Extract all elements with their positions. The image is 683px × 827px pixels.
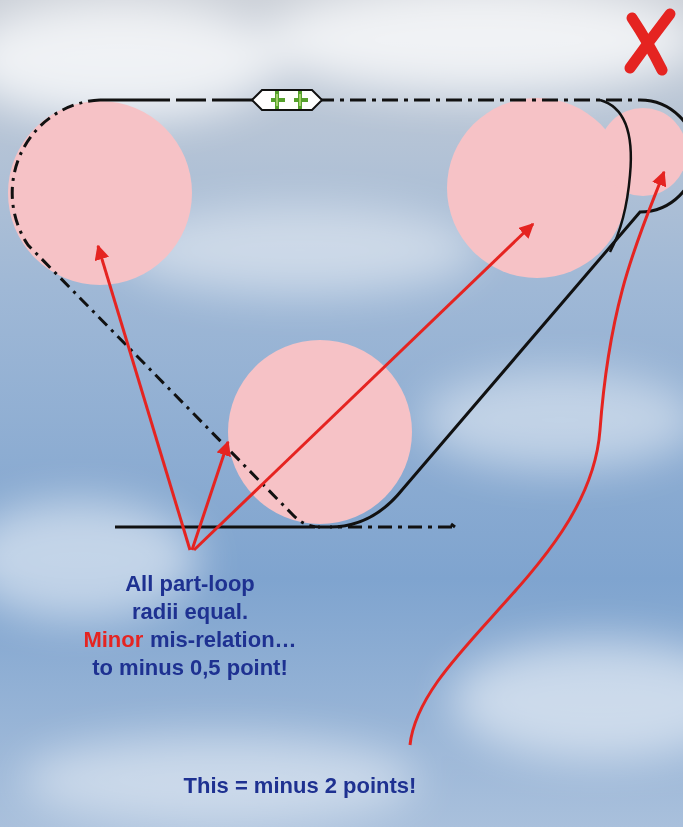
- text-line: All part-loop radii equal.: [100, 570, 280, 626]
- flight-path: [12, 100, 683, 527]
- fault-cross: [630, 14, 670, 70]
- note-text: to minus 0,5 point!: [92, 655, 288, 680]
- radius-circle: [599, 108, 683, 196]
- leader-arrow: [98, 246, 190, 550]
- flight-line: [330, 100, 683, 527]
- aircraft-symbol: [252, 90, 322, 110]
- flight-line: [100, 99, 258, 102]
- severity-word: Minor: [83, 627, 143, 652]
- flight-line: [12, 100, 320, 527]
- flight-line: [451, 524, 455, 527]
- flight-line: [318, 99, 640, 102]
- flight-line: [600, 100, 631, 252]
- penalty-note: This = minus 2 points!: [184, 773, 417, 798]
- note-text: All part-loop radii equal.: [125, 571, 255, 624]
- text-line: to minus 0,5 point!: [92, 654, 288, 682]
- leader-arrow: [194, 224, 533, 550]
- text-line: Minor mis-relation…: [83, 626, 296, 654]
- text-line: This = minus 2 points!: [184, 772, 417, 800]
- leader-arrow: [410, 172, 664, 745]
- radius-circle: [447, 98, 627, 278]
- note-text: mis-relation…: [150, 627, 297, 652]
- radius-circles: [8, 98, 683, 524]
